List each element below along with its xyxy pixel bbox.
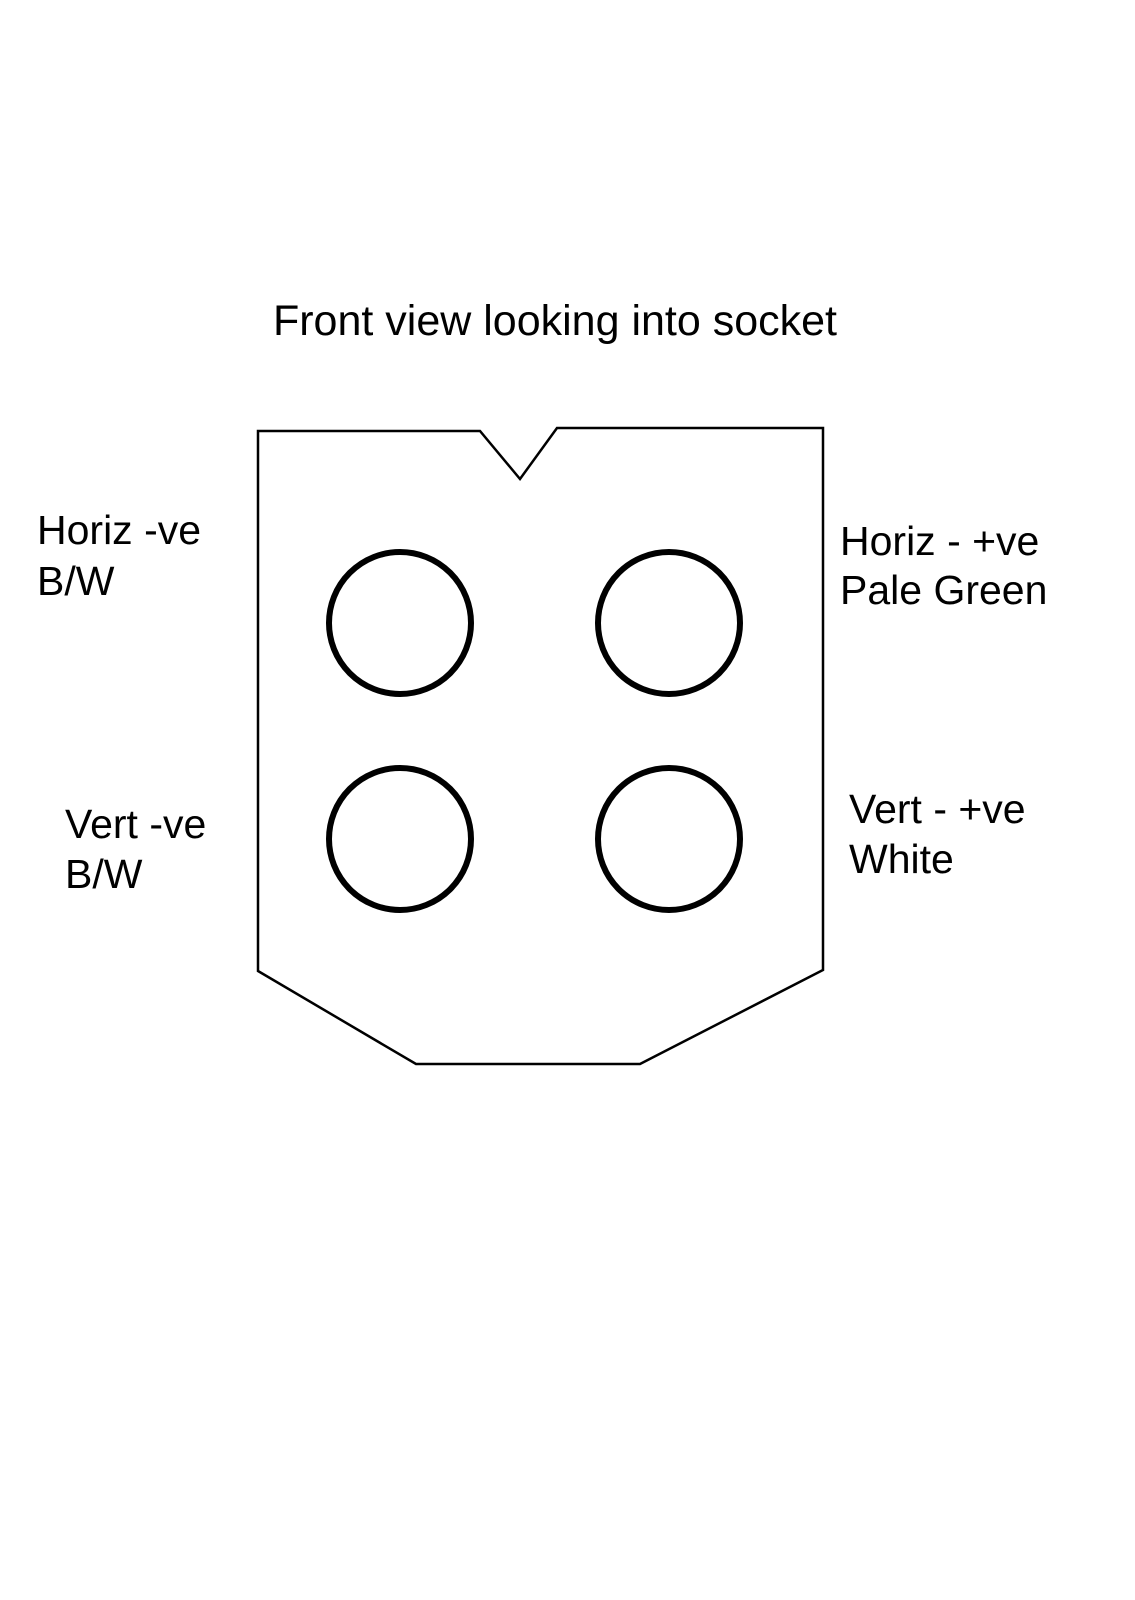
wire-vert-negative: B/W <box>65 851 143 897</box>
pin-vert-positive <box>595 765 743 913</box>
pin-horiz-positive <box>595 549 743 697</box>
label-vert-negative: Vert -ve <box>65 801 207 847</box>
diagram-title: Front view looking into socket <box>272 297 838 345</box>
wire-horiz-negative: B/W <box>37 558 115 604</box>
wire-vert-positive: White <box>849 836 954 882</box>
label-horiz-negative: Horiz -ve <box>37 507 202 553</box>
label-horiz-positive: Horiz - +ve <box>840 518 1040 564</box>
label-vert-positive: Vert - +ve <box>849 786 1026 832</box>
wire-horiz-positive: Pale Green <box>840 567 1048 613</box>
pin-vert-negative <box>326 765 474 913</box>
pin-horiz-negative <box>326 549 474 697</box>
socket-outline <box>256 426 825 1066</box>
